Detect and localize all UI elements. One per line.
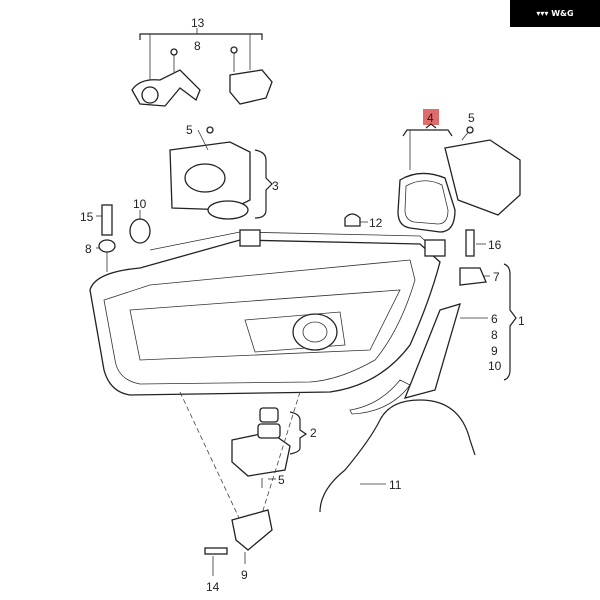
callout-8: 8 [85,242,92,256]
headlight-housing-1 [89,229,446,415]
callout-5: 5 [468,111,475,125]
screw-group-left [96,204,151,272]
callout-8: 8 [194,39,201,53]
callout-14: 14 [206,580,220,594]
callout-5: 5 [278,473,285,487]
callout-16: 16 [488,238,502,252]
brand-logo: ▾▾▾ W&G [510,0,600,27]
bracket-group-13 [131,28,273,107]
callout-4: 4 [427,111,434,125]
screw-clip-16-7 [459,229,490,286]
callout-11: 11 [389,478,402,492]
callout-3: 3 [272,179,279,193]
callout-1: 1 [518,314,525,328]
bracket-9 [204,509,273,576]
callout-10: 10 [133,197,147,211]
callout-8: 8 [491,328,498,342]
callout-9: 9 [241,568,248,582]
callout-12: 12 [369,216,383,230]
side-marker-6 [403,303,488,399]
callout-13: 13 [191,16,205,30]
callout-6: 6 [491,312,498,326]
callout-7: 7 [493,270,500,284]
callout-9: 9 [491,344,498,358]
cap-12 [344,213,368,227]
wiring-harness-11 [319,399,476,513]
xenon-module-3 [169,126,273,220]
callout-10: 10 [488,359,502,373]
highlight-box [423,109,439,125]
callout-15: 15 [80,210,94,224]
bracket-1 [503,263,517,381]
callout-5: 5 [186,123,193,137]
ballast-2 [231,407,308,488]
callout-2: 2 [310,426,317,440]
control-unit-4 [397,109,521,233]
